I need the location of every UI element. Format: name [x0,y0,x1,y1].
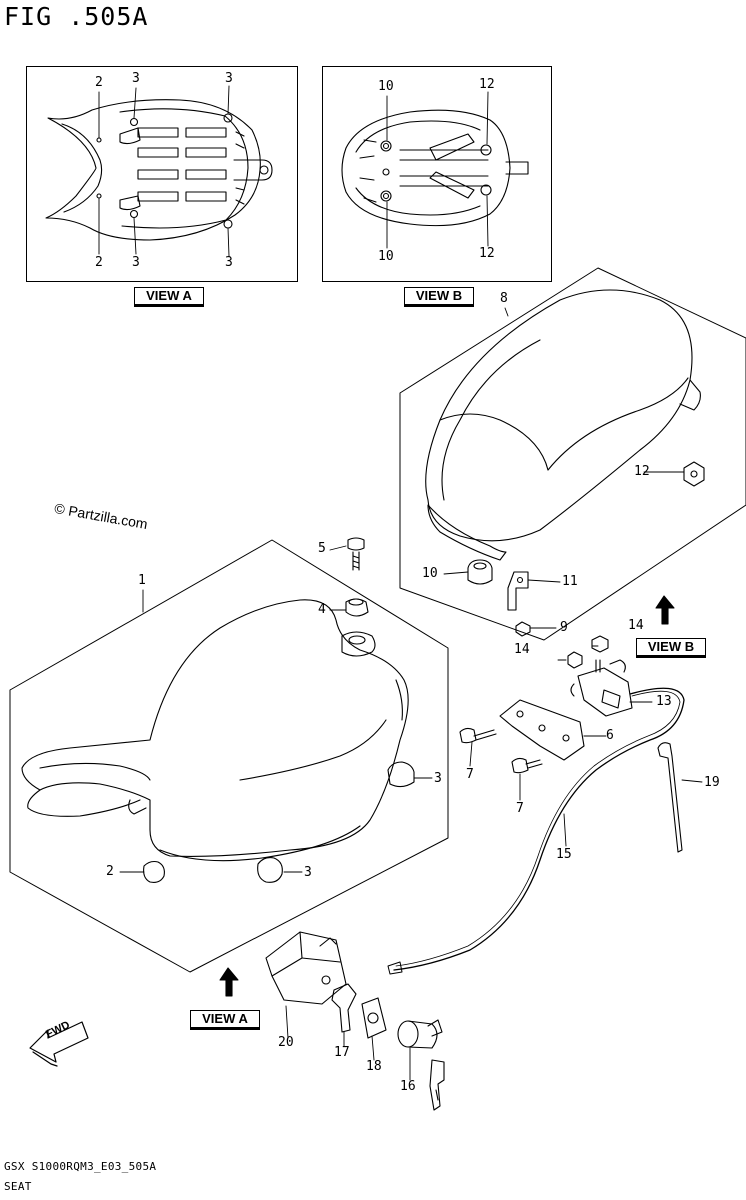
figure-title: FIG .505A [4,2,149,31]
cushion-3-bottom [257,857,283,883]
bolt-7-lower [511,757,543,774]
callout-2[interactable]: 2 [106,864,114,879]
callout-15[interactable]: 15 [556,847,572,862]
seat-hook-1 [341,631,376,657]
callout-12[interactable]: 12 [634,464,650,479]
callout-1[interactable]: 1 [138,573,146,588]
lock-16 [397,1019,445,1111]
grommet-4 [345,598,369,617]
view-b-label-top[interactable]: VIEW B [404,287,474,307]
rider-seat-1 [21,599,409,862]
view-a-box [26,66,298,282]
cushion-2 [143,860,165,883]
callout-vb-12-top[interactable]: 12 [479,77,495,92]
view-b-label[interactable]: VIEW B [636,638,706,658]
view-b-seat-underside [341,91,529,249]
callout-11[interactable]: 11 [562,574,578,589]
latch-13 [570,659,633,717]
callout-20[interactable]: 20 [278,1035,294,1050]
callout-7-upper[interactable]: 7 [466,767,474,782]
view-a-seat-underside [45,85,273,257]
cable-end [387,961,403,975]
cable-15 [393,687,685,971]
callout-5[interactable]: 5 [318,541,326,556]
callout-3-right[interactable]: 3 [434,771,442,786]
plate-18 [361,997,387,1039]
nut-9 [515,621,531,637]
callout-va-3-bottom-right[interactable]: 3 [225,255,233,270]
bracket-20 [265,931,347,1005]
callout-vb-10-top[interactable]: 10 [378,79,394,94]
callout-16[interactable]: 16 [400,1079,416,1094]
callout-13[interactable]: 13 [656,694,672,709]
nut-12 [683,461,705,487]
view-a-label[interactable]: VIEW A [190,1010,260,1030]
callout-6[interactable]: 6 [606,728,614,743]
callout-4[interactable]: 4 [318,602,326,617]
view-b-box [322,66,552,282]
clip-17 [331,983,357,1033]
callout-17[interactable]: 17 [334,1045,350,1060]
callout-14-left[interactable]: 14 [514,642,530,657]
callout-va-2-bottom[interactable]: 2 [95,255,103,270]
callout-va-3-top-right[interactable]: 3 [225,71,233,86]
callout-8[interactable]: 8 [500,291,508,306]
bolt-5 [347,537,365,571]
nut-14-right [591,635,609,653]
callout-14-right[interactable]: 14 [628,618,644,633]
nut-14-left [567,651,583,669]
callout-9[interactable]: 9 [560,620,568,635]
view-a-label-top[interactable]: VIEW A [134,287,204,307]
callout-va-3-bottom-left[interactable]: 3 [132,255,140,270]
callout-va-2-top[interactable]: 2 [95,75,103,90]
view-a-arrow [219,967,239,997]
callout-19[interactable]: 19 [704,775,720,790]
view-b-arrow [655,595,675,625]
pillion-seat-8 [425,289,701,561]
cushion-10 [467,559,493,585]
bracket-6 [499,699,601,761]
callout-3-bottom[interactable]: 3 [304,865,312,880]
figure-name: SEAT [4,1180,32,1193]
cable-tie-19 [657,742,683,853]
fwd-arrow-icon [29,1021,89,1067]
callout-7-lower[interactable]: 7 [516,801,524,816]
bolt-7-upper [459,727,497,744]
seat-8-group-outline [399,267,746,641]
callout-va-3-top-left[interactable]: 3 [132,71,140,86]
callout-vb-10-bottom[interactable]: 10 [378,249,394,264]
figure-code: GSX S1000RQM3_E03_505A [4,1160,157,1173]
callout-18[interactable]: 18 [366,1059,382,1074]
callout-10[interactable]: 10 [422,566,438,581]
cushion-3-right [387,761,415,788]
seat-1-group-outline [9,539,449,973]
bracket-11 [507,571,529,611]
callout-vb-12-bottom[interactable]: 12 [479,246,495,261]
